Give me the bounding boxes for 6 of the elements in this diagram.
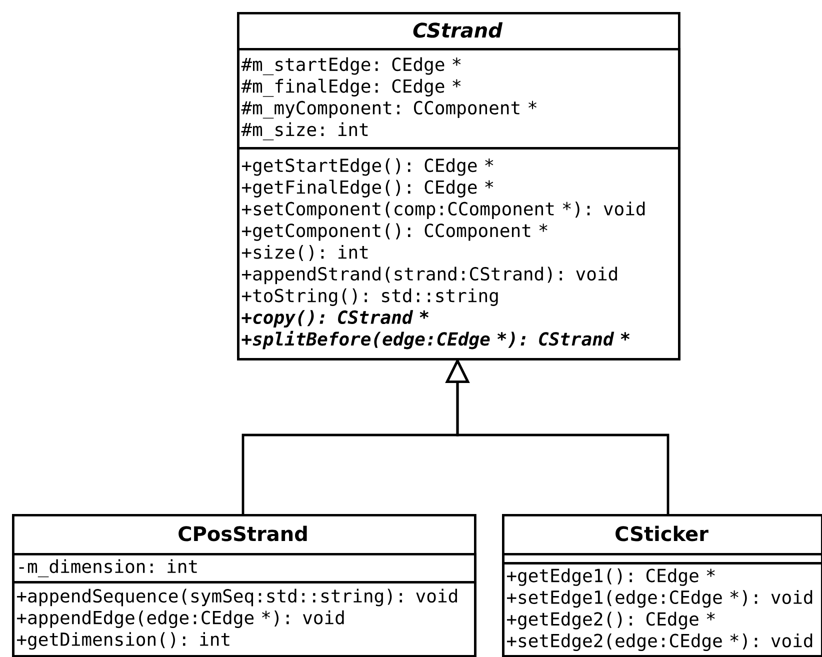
member-compartment: +appendSequence(symSeq:std::string): void +appendEdge(edge:CEdge *): void +getDimension(): int [12,581,476,657]
member-compartment: +getEdge1(): CEdge * +setEdge1(edge:CEdge *): void +getEdge2(): CEdge * +setEdge2(edge:CEdge *): void [502,562,822,657]
member-compartment: -m_dimension: int [12,553,476,584]
member-compartment: +getStartEdge(): CEdge * +getFinalEdge(): CEdge * +setComponent(comp:CComponent *): void +getComponent(): CComponent * +size(): int +appendStrand(strand:CStrand): void +toString(): std::string +copy(): CStrand * +splitBefore(edge:CEdge *): CStrand * [237,147,680,360]
empty-compartment [502,553,822,564]
member-compartment: #m_startEdge: CEdge * #m_finalEdge: CEdge * #m_myComponent: CComponent * #m_size: int [237,48,680,150]
